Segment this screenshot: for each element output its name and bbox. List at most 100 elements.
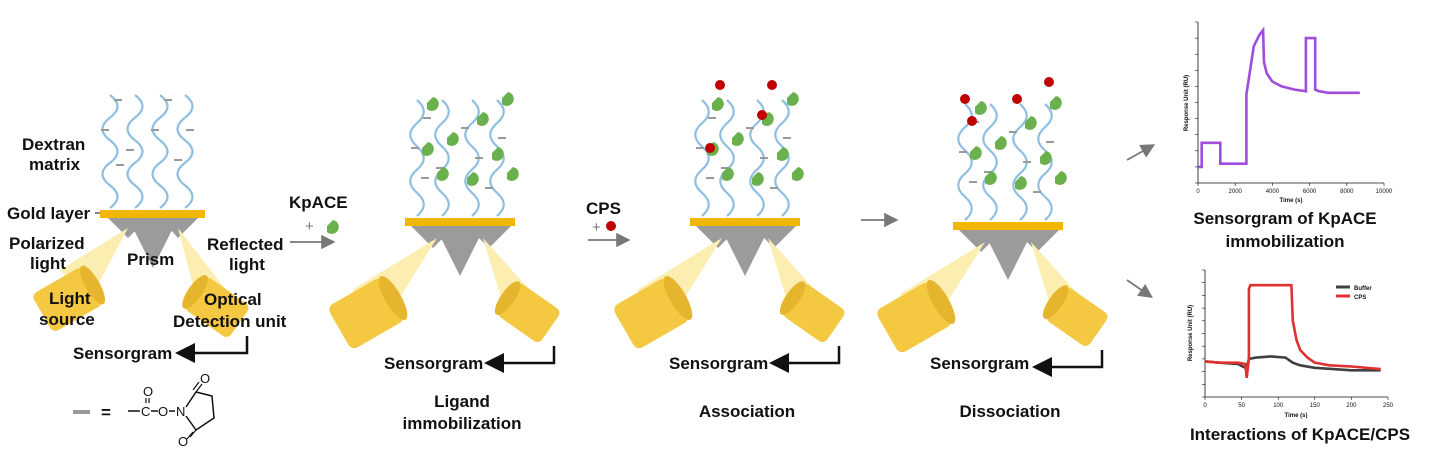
x-tick-label: 2000: [1229, 189, 1243, 195]
cps-analyte: [1044, 77, 1054, 87]
stage-title-ligand-1: Ligand: [434, 392, 490, 411]
kpace-ligand: [1055, 171, 1067, 185]
chem-o-ring-bot: O: [178, 434, 188, 449]
chart2-series-cps: [1204, 283, 1381, 379]
dextran-strand: [957, 103, 973, 221]
chart1-xlabel: Time (s): [1280, 198, 1303, 204]
kpace-ligand: [502, 92, 514, 106]
kpace-ligand: [752, 172, 764, 186]
sensorgram-arrow: [769, 346, 841, 373]
label-dextran-1: Dextran: [22, 135, 85, 154]
kpace-ligand: [477, 112, 489, 126]
cps-analyte: [767, 80, 777, 90]
kpace-ligand: [975, 101, 987, 115]
panel-setup: Dextran matrix Gold layer Polarized ligh…: [7, 94, 287, 449]
dextran-strand: [489, 99, 505, 217]
cps-analyte: [967, 116, 977, 126]
prism-center: [983, 230, 1033, 280]
kpace-ligand: [437, 167, 449, 181]
chem-n: N: [176, 404, 185, 419]
sensorgram-arrow: [484, 346, 556, 373]
kpace-ligand: [985, 171, 997, 185]
x-tick-label: 4000: [1266, 189, 1280, 195]
label-kpace: KpACE: [289, 193, 348, 212]
label-polarized-1: Polarized: [9, 234, 85, 253]
kpace-ligand: [732, 132, 744, 146]
dextran-strand: [176, 94, 194, 209]
chart2-ylabel: Response Unit (RU): [1188, 305, 1194, 361]
stage-title-ligand-2: immobilization: [403, 414, 522, 433]
kpace-ligand: [1025, 116, 1037, 130]
arrow-to-chart-1: [1126, 144, 1156, 161]
chem-c: C: [141, 404, 150, 419]
dextran-strand: [774, 99, 790, 217]
gold-layer: [405, 218, 515, 226]
light-source: [329, 275, 408, 349]
detection-unit: [1042, 285, 1108, 346]
chart1-title-2: immobilization: [1226, 232, 1345, 251]
dextran-strand: [101, 94, 119, 209]
kpace-ligand: [427, 97, 439, 111]
label-reflected-1: Reflected: [207, 235, 284, 254]
chart1-y-ticks: [1195, 21, 1198, 184]
cps-icon: [606, 221, 616, 231]
dextran-matrix: [101, 94, 194, 209]
detection-unit: [182, 275, 249, 337]
detection-unit: [779, 281, 845, 342]
dextran-strand: [982, 103, 998, 221]
kpace-ligand: [712, 97, 724, 111]
legend-equals: =: [101, 403, 111, 422]
kpace-ligand: [1040, 151, 1052, 165]
stage-sensorgram-dissociation: Sensorgram: [930, 354, 1029, 373]
kpace-ligand: [507, 167, 519, 181]
chart2-series-buffer: [1204, 355, 1381, 372]
stage-sensorgram-association: Sensorgram: [669, 354, 768, 373]
legend-cps: CPS: [1354, 295, 1366, 301]
prism-right: [752, 226, 796, 248]
gold-layer: [953, 222, 1063, 230]
gold-layer: [100, 210, 205, 218]
label-gold-layer: Gold layer: [7, 204, 91, 223]
kpace-ligand: [1050, 96, 1062, 110]
kpace-ligand: [492, 147, 504, 161]
label-reflected-2: light: [229, 255, 265, 274]
kpace-ligand: [1015, 176, 1027, 190]
cps-analyte: [960, 94, 970, 104]
cps-analyte: [1012, 94, 1022, 104]
stage-sensorgram-ligand: Sensorgram: [384, 354, 483, 373]
kpace-ligand: [777, 147, 789, 161]
prism-right: [1015, 230, 1059, 252]
chem-o-mid: O: [158, 404, 168, 419]
kpace-ligand: [722, 167, 734, 181]
kpace-ligand: [995, 136, 1007, 150]
prism-right: [467, 226, 511, 248]
x-tick-label: 0: [1203, 403, 1207, 409]
kpace-ligand: [787, 92, 799, 106]
chart2-title: Interactions of KpACE/CPS: [1190, 425, 1410, 444]
arrow-to-chart-2: [1126, 279, 1153, 299]
stage-ligand-immobilization: [329, 92, 560, 373]
label-light-source-2: source: [39, 310, 95, 329]
chart2-xlabel: Time (s): [1285, 413, 1308, 419]
sensorgram-arrow-1: [175, 336, 249, 363]
dextran-strand: [151, 94, 169, 209]
chart2-y-ticks: [1202, 269, 1205, 398]
cps-analyte: [757, 110, 767, 120]
dextran-strand: [126, 94, 144, 209]
dextran-strand: [694, 99, 710, 217]
x-tick-label: 8000: [1340, 189, 1354, 195]
step-arrow-kpace: KpACE +: [289, 193, 348, 250]
chart1-ylabel: Response Unit (RU): [1184, 75, 1190, 131]
gold-layer: [690, 218, 800, 226]
dextran-strand: [719, 99, 735, 217]
x-tick-label: 100: [1273, 403, 1284, 409]
x-tick-label: 150: [1310, 403, 1321, 409]
kpace-ligand: [792, 167, 804, 181]
sensorgram-arrow: [1032, 350, 1104, 377]
chart1-series-line: [1198, 26, 1360, 169]
stage-association: [614, 80, 845, 373]
